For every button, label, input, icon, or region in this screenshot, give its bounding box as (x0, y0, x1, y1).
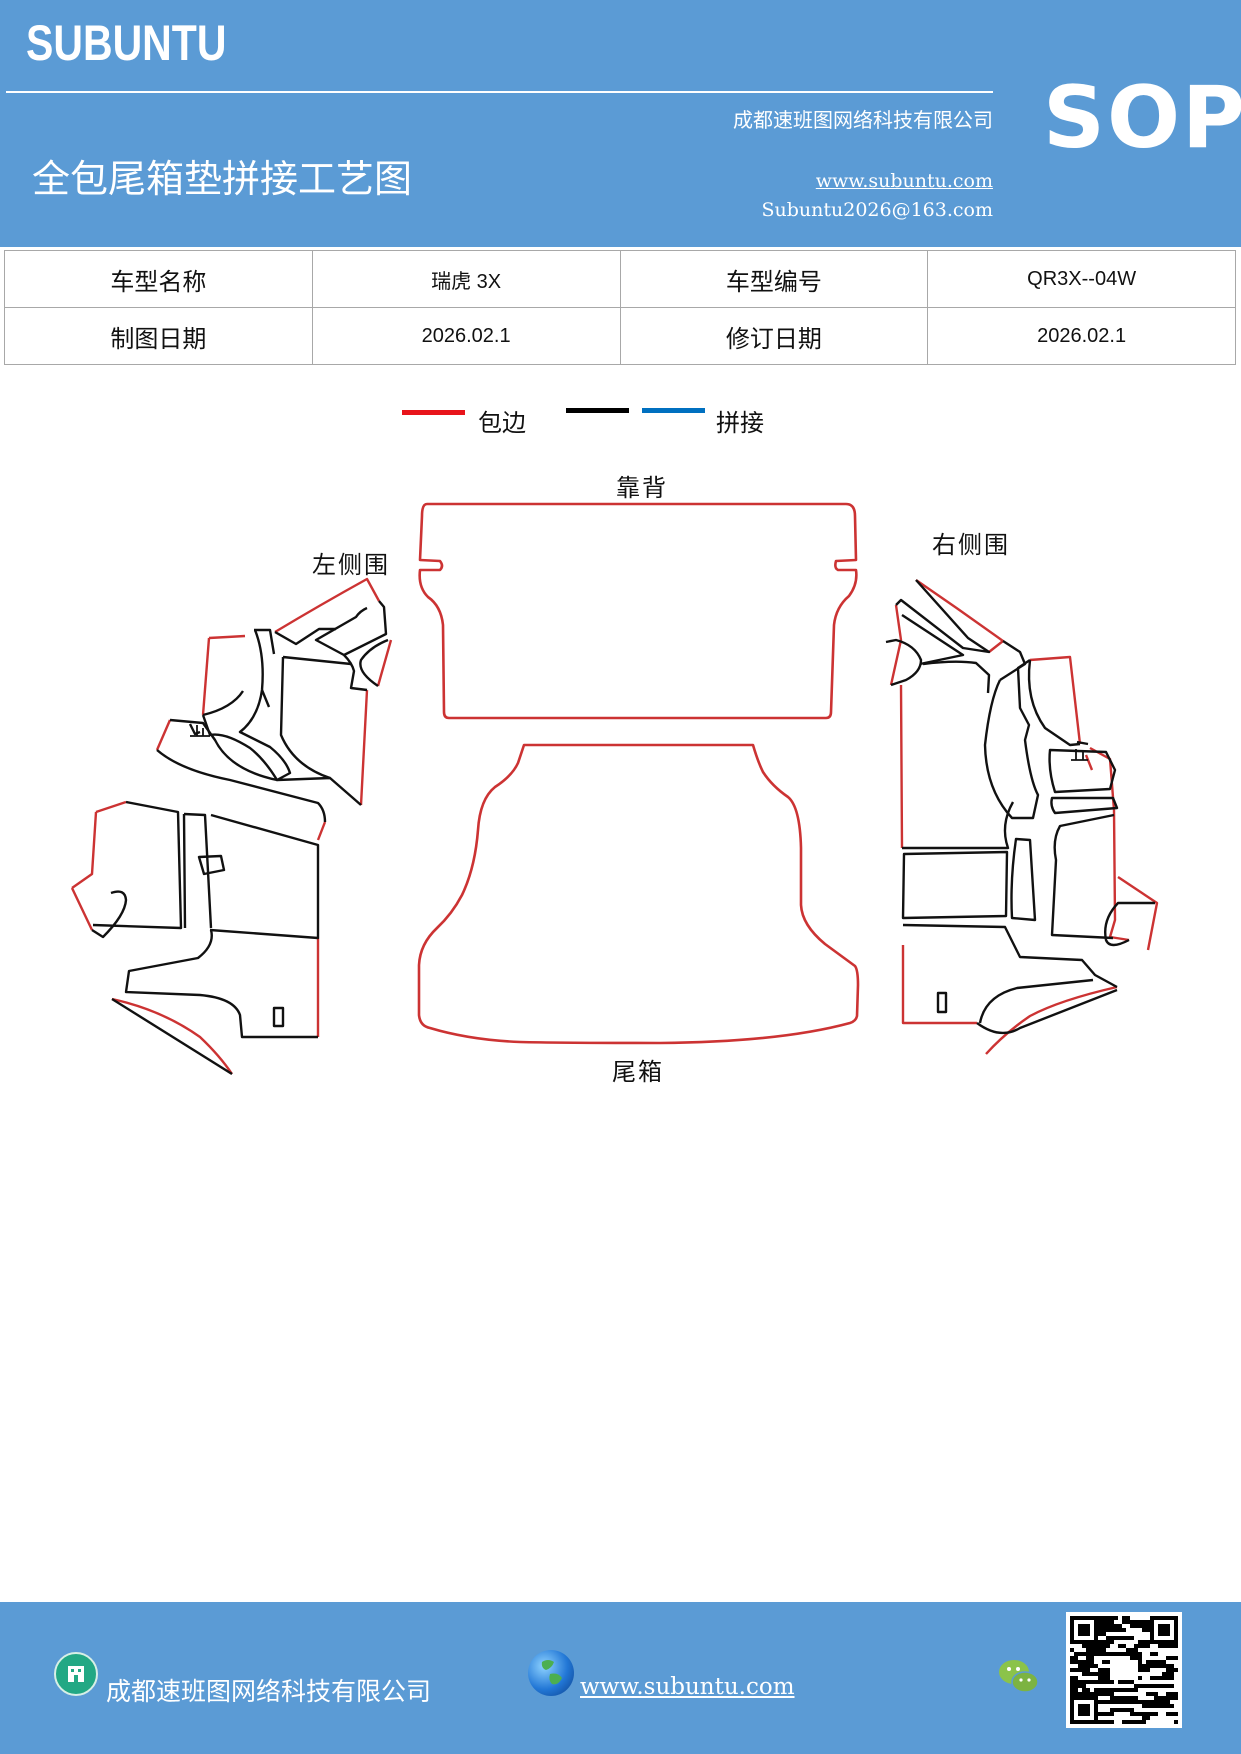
left-mid-bracket (155, 719, 327, 841)
left-split-marker (190, 725, 210, 737)
left-lower-left-edge (70, 800, 320, 1037)
line-legend: 包边 拼接 (0, 398, 1241, 438)
label-right-side: 右侧围 (932, 531, 1010, 559)
left-top-strip (274, 577, 381, 634)
draw-date-value: 2026.02.1 (311, 307, 621, 365)
label-left-side: 左侧围 (312, 551, 390, 579)
draw-date-label: 制图日期 (4, 307, 313, 365)
left-upper-outer (201, 637, 211, 716)
label-backrest: 靠背 (616, 474, 668, 502)
legend-swatch-splice (642, 408, 705, 413)
model-code-label: 车型编号 (619, 250, 929, 308)
globe-icon (528, 1650, 574, 1696)
left-upper-panel-edge (208, 634, 393, 806)
backrest-piece (418, 502, 858, 720)
model-name-value: 瑞虎 3X (311, 250, 621, 308)
legend-swatch-black (566, 408, 629, 413)
label-trunk: 尾箱 (612, 1058, 664, 1086)
revise-date-value: 2026.02.1 (927, 307, 1236, 365)
qr-code-icon[interactable] (1066, 1612, 1182, 1728)
left-bottom-strip (111, 997, 233, 1075)
model-code-value: QR3X--04W (927, 250, 1236, 308)
trunk-mat-diagram (70, 502, 1159, 1076)
model-name-label: 车型名称 (4, 250, 313, 308)
right-split-marker (1071, 749, 1088, 761)
legend-label-edging: 包边 (478, 409, 526, 437)
header-company-name: 成都速班图网络科技有限公司 (733, 108, 993, 132)
vehicle-info-table: 车型名称 瑞虎 3X 车型编号 QR3X--04W 制图日期 2026.02.1… (4, 250, 1236, 365)
brand-logo: SUBUNTU (26, 15, 227, 71)
legend-label-splice: 拼接 (716, 409, 764, 437)
header-website-link[interactable]: www.subuntu.com (815, 170, 993, 192)
table-row: 制图日期 2026.02.1 修订日期 2026.02.1 (4, 307, 1236, 365)
footer-website-link[interactable]: www.subuntu.com (580, 1674, 795, 1700)
revise-date-label: 修订日期 (619, 307, 929, 365)
building-icon (54, 1652, 98, 1696)
header-email[interactable]: Subuntu2026@163.com (761, 199, 993, 221)
sop-label: SOP (1043, 68, 1241, 168)
trunk-piece (417, 743, 860, 1045)
table-row: 车型名称 瑞虎 3X 车型编号 QR3X--04W (4, 250, 1236, 308)
header-banner: SUBUNTU 成都速班图网络科技有限公司 SOP 全包尾箱垫拼接工艺图 www… (0, 0, 1241, 247)
header-divider (6, 91, 993, 93)
legend-swatch-edging (402, 410, 465, 415)
document-title: 全包尾箱垫拼接工艺图 (32, 157, 413, 201)
footer-company-name: 成都速班图网络科技有限公司 (106, 1677, 432, 1706)
footer-banner: 成都速班图网络科技有限公司 www.subuntu.com (0, 1602, 1241, 1754)
wechat-icon[interactable] (996, 1654, 1042, 1700)
